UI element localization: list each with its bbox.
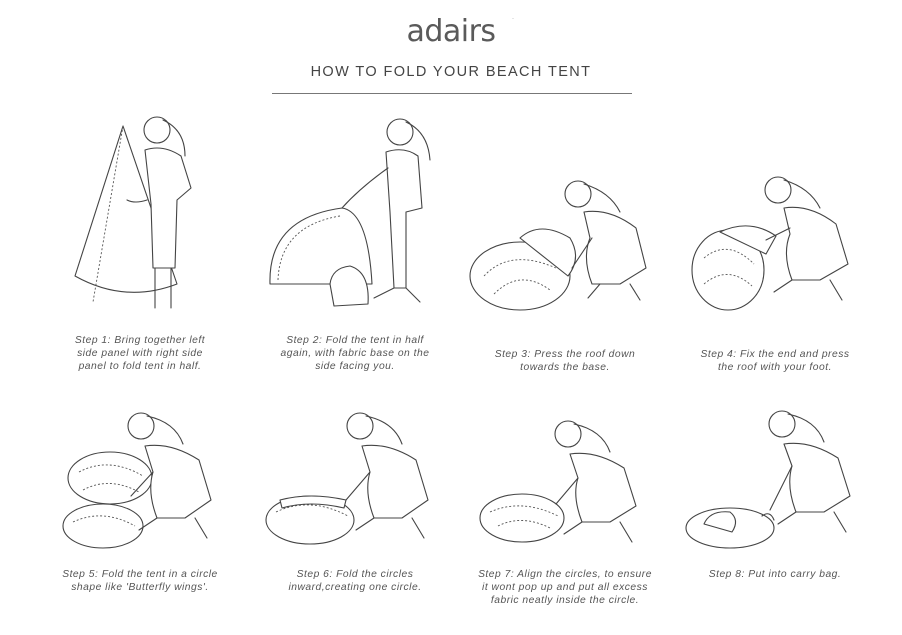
step-1: Step 1: Bring together left side panel w… [35,108,245,373]
step-6: Step 6: Fold the circles inward,creating… [250,400,460,610]
step-5-caption: Step 5: Fold the tent in a circle shape … [62,569,218,593]
step-2-illustration [269,118,431,307]
step-4-illustration [691,176,849,311]
title-divider [272,93,632,94]
page-title: HOW TO FOLD YOUR BEACH TENT [310,64,592,80]
step-1-caption: Step 1: Bring together left side panel w… [74,335,206,372]
step-8-illustration [685,410,851,549]
step-8: Step 8: Put into carry bag. [670,400,880,610]
brand-logo: adairs [406,14,496,49]
step-7-illustration [479,420,637,543]
step-4: Step 4: Fix the end and press the roof w… [670,108,880,373]
step-5: Step 5: Fold the tent in a circle shape … [35,400,245,610]
step-6-illustration [265,412,429,545]
step-2-caption: Step 2: Fold the tent in half again, wit… [280,335,430,372]
step-1-illustration [74,116,192,309]
step-7: Step 7: Align the circles, to ensure it … [460,400,670,610]
step-5-illustration [62,412,212,549]
step-6-caption: Step 6: Fold the circles inward,creating… [288,569,422,593]
step-8-caption: Step 8: Put into carry bag. [708,569,842,580]
step-3-illustration [469,180,647,311]
step-2: Step 2: Fold the tent in half again, wit… [250,108,460,373]
registered-mark: · [512,16,514,22]
step-7-caption: Step 7: Align the circles, to ensure it … [478,569,652,606]
step-4-caption: Step 4: Fix the end and press the roof w… [700,349,850,373]
step-3-caption: Step 3: Press the roof down towards the … [494,349,636,373]
step-3: Step 3: Press the roof down towards the … [460,108,670,373]
